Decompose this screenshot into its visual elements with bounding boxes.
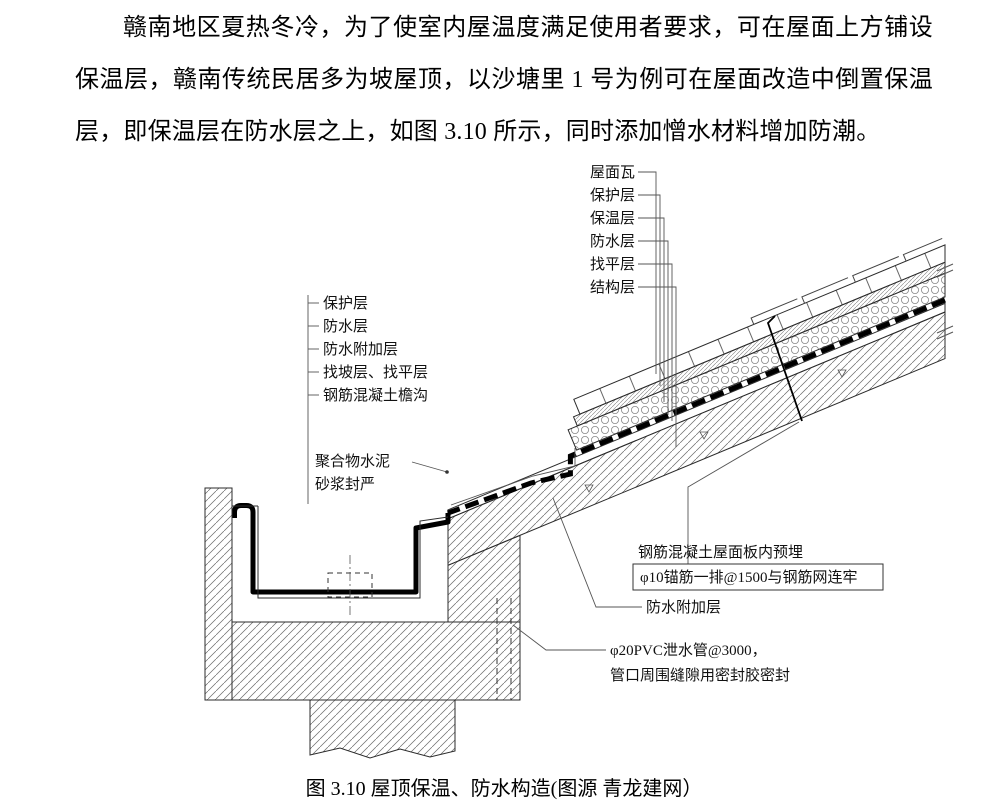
label-waterproof: 防水层 xyxy=(590,233,635,250)
gutter-and-wall xyxy=(204,487,521,759)
seal-note-dot xyxy=(445,470,449,474)
left-facing-panel xyxy=(204,487,233,701)
anchor-note-leader xyxy=(687,421,800,564)
drain-note-line1: φ20PVC泄水管@3000， xyxy=(610,642,767,659)
label-roof-tile: 屋面瓦 xyxy=(590,165,635,181)
protection-over-step-line xyxy=(450,448,576,506)
label-structure: 结构层 xyxy=(590,279,635,296)
insulation-layer xyxy=(567,272,946,451)
seal-note-leader xyxy=(411,461,448,473)
wall-stem xyxy=(309,699,456,759)
waterproof-slope-line xyxy=(447,297,946,516)
waterproof-gutter-lining xyxy=(232,503,451,595)
anchor-note-line2: φ10锚筋一排@1500与钢筋网连牢 xyxy=(640,569,857,586)
concrete-triangle-symbols xyxy=(584,369,847,493)
drain-note-leader xyxy=(512,624,606,651)
figure-roof-detail-diagram: 屋面瓦 保护层 保温层 防水层 找平层 结构层 保护层 防水层 防水附加层 找坡… xyxy=(204,165,954,759)
drain-note-line2: 管口周围缝隙用密封胶密封 xyxy=(610,667,790,684)
roof-label-leaders xyxy=(638,171,677,447)
structural-slab xyxy=(447,311,946,567)
drain-pipe-dashed xyxy=(496,598,512,700)
label-gutter-waterproof: 防水层 xyxy=(323,318,368,335)
added-waterproof-leader xyxy=(552,497,642,608)
label-gutter-slope-level: 找坡层、找平层 xyxy=(323,364,428,381)
roof-assembly xyxy=(447,237,954,567)
break-marks xyxy=(936,263,954,340)
label-protection: 保护层 xyxy=(590,187,635,204)
figure-labels: 屋面瓦 保护层 保温层 防水层 找平层 结构层 保护层 防水层 防水附加层 找坡… xyxy=(315,165,857,684)
anchor-note-box xyxy=(632,563,884,591)
label-leveling: 找平层 xyxy=(590,256,635,273)
seal-note-line1: 聚合物水泥 xyxy=(315,453,390,470)
label-gutter-added-wp: 防水附加层 xyxy=(323,341,398,358)
label-gutter-protection: 保护层 xyxy=(323,295,368,312)
label-rc-gutter: 钢筋混凝土檐沟 xyxy=(323,387,428,404)
seal-note-line2: 砂浆封严 xyxy=(315,475,375,493)
body-paragraph: 赣南地区夏热冬冷，为了使室内屋温度满足使用者要求，可在屋面上方铺设保温层，赣南传… xyxy=(75,15,933,145)
tile-step-joints xyxy=(750,237,943,325)
label-insulation: 保温层 xyxy=(590,210,635,227)
bottom-beam xyxy=(231,621,521,701)
anchor-note-line1: 钢筋混凝土屋面板内预埋 xyxy=(638,543,803,561)
gutter-label-leaders xyxy=(307,295,319,504)
added-waterproof-label: 防水附加层 xyxy=(646,599,721,616)
anchor-bar xyxy=(766,315,803,422)
note-leaders xyxy=(411,421,884,651)
figure-caption: 图 3.10 屋顶保温、防水构造(图源 青龙建网） xyxy=(305,778,703,800)
